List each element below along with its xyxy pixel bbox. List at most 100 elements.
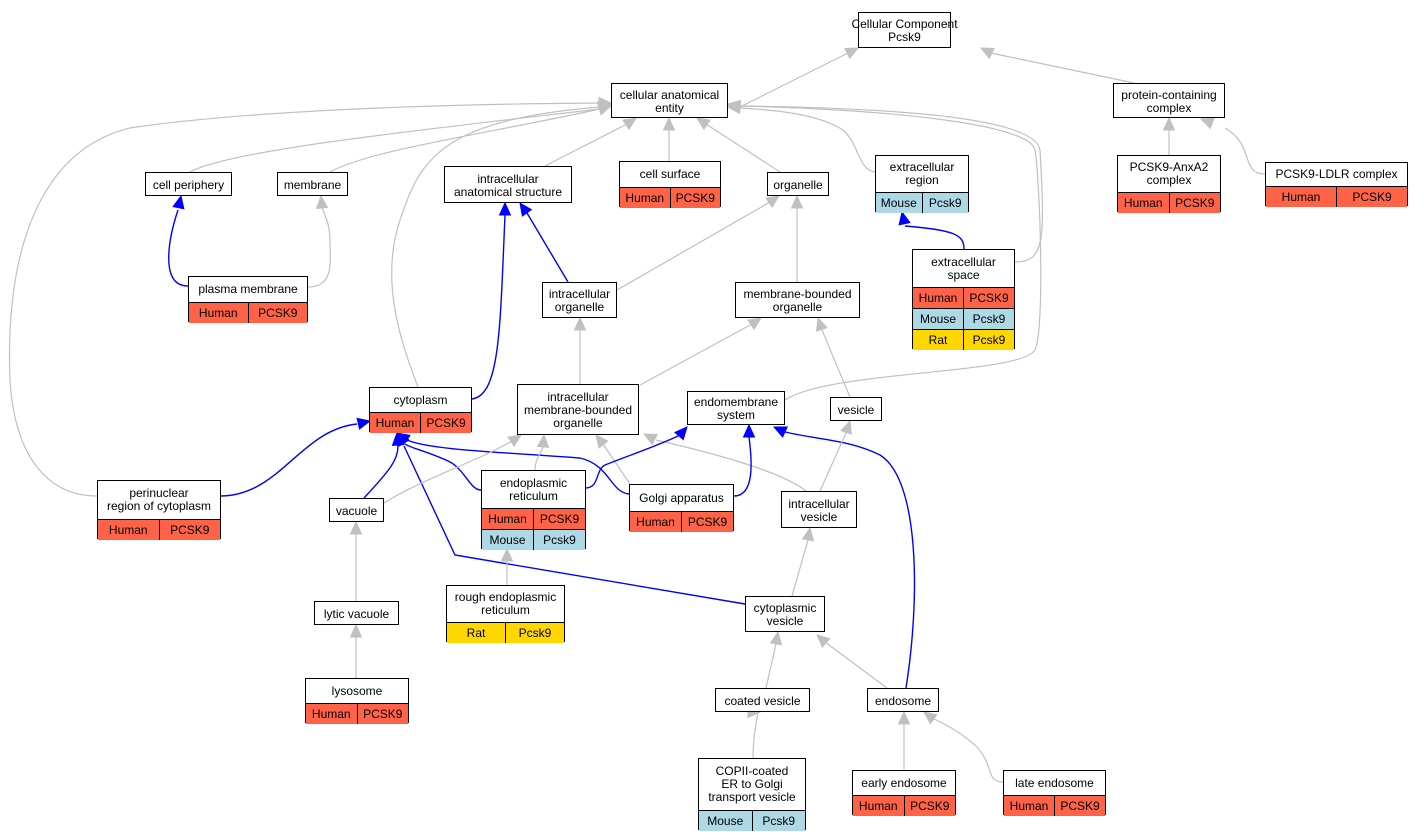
edge-to-pcc — [1162, 116, 1176, 155]
term-node-mbo[interactable]: membrane-bounded organelle — [735, 282, 860, 318]
term-node-root[interactable]: Cellular Component Pcsk9 — [851, 12, 958, 48]
edge-to-cae — [726, 101, 876, 173]
edge-to-cper — [168, 194, 189, 287]
edge-to-lytvac — [349, 623, 363, 678]
term-node-cae[interactable]: cellular anatomical entity — [611, 83, 728, 118]
arrowhead — [349, 623, 363, 638]
edge-to-endo — [733, 423, 756, 497]
arrowhead — [356, 417, 372, 430]
edge-to-mbo — [639, 317, 762, 386]
edge-to-cytves — [765, 630, 783, 689]
arrowhead — [979, 47, 995, 60]
arrowhead — [815, 316, 828, 332]
edge-to-cyto — [396, 431, 746, 605]
term-node-vac[interactable]: vacuole — [329, 498, 384, 522]
term-label: perinuclear region of cytoplasm — [106, 486, 212, 513]
term-label: cellular anatomical entity — [619, 87, 720, 115]
arrowhead — [498, 201, 512, 216]
arrowhead — [172, 194, 185, 210]
term-node-lytvac[interactable]: lytic vacuole — [314, 601, 399, 625]
term-label: early endosome — [861, 775, 947, 790]
edge-to-icves — [791, 526, 815, 597]
edge-to-org — [790, 194, 804, 282]
term-label: endosome — [874, 693, 932, 708]
edge-to-cytves — [816, 634, 888, 689]
species-cell: Human — [858, 799, 898, 813]
gene-cell: PCSK9 — [247, 303, 308, 323]
edge-to-cae — [662, 116, 676, 161]
term-node-endo[interactable]: endomembrane system — [687, 391, 785, 425]
term-node-coatves[interactable]: coated vesicle — [715, 688, 810, 712]
species-cell: Mouse — [880, 196, 917, 210]
term-node-org[interactable]: organelle — [767, 172, 829, 196]
species-cell: Rat — [928, 333, 948, 347]
term-node-ves[interactable]: vesicle — [830, 397, 882, 421]
term-node-memb[interactable]: membrane — [277, 172, 348, 196]
arrowhead — [801, 526, 815, 542]
term-label: membrane-bounded organelle — [743, 287, 852, 314]
edge-to-imbo — [642, 433, 807, 492]
gene-cell: PCSK9 — [681, 512, 733, 532]
term-label: COPII-coated ER to Golgi transport vesic… — [708, 764, 796, 804]
arrowhead — [573, 316, 587, 331]
species-cell: Human — [918, 291, 958, 305]
arrowhead — [816, 634, 831, 648]
arrowhead — [840, 419, 853, 435]
term-label: intracellular anatomical structure — [453, 171, 563, 199]
edge-to-root — [739, 47, 860, 108]
arrowhead — [844, 47, 860, 60]
species-cell: Human — [108, 523, 148, 537]
arrowhead — [662, 116, 676, 131]
arrowhead — [507, 434, 522, 448]
edge-to-cae — [544, 117, 637, 167]
term-node-endosome[interactable]: endosome — [867, 688, 939, 712]
gene-cell: Pcsk9 — [751, 811, 806, 831]
term-node-cper[interactable]: cell periphery — [145, 172, 232, 196]
term-label: extracellular space — [931, 254, 996, 282]
term-node-imbo[interactable]: intracellular membrane-bounded organelle — [517, 384, 639, 435]
gene-cell: PCSK9 — [669, 188, 721, 208]
arrowhead — [923, 711, 938, 725]
arrowhead — [674, 426, 688, 441]
arrowhead — [726, 99, 742, 113]
term-node-ias[interactable]: intracellular anatomical structure — [444, 166, 572, 203]
term-node-copii[interactable]: COPII-coated ER to Golgi transport vesic… — [698, 758, 806, 831]
edge-to-er — [500, 547, 514, 585]
term-node-icorg[interactable]: intracellular organelle — [542, 282, 617, 318]
edge-to-icorg — [573, 316, 587, 384]
term-node-pcc[interactable]: protein-containing complex — [1113, 83, 1225, 118]
edge-to-cae — [189, 103, 613, 173]
term-label: membrane — [283, 177, 342, 192]
edge-to-imbo — [383, 434, 522, 504]
arrowhead — [642, 433, 658, 446]
species-cell: Human — [311, 707, 351, 721]
edge-to-org — [616, 195, 780, 291]
term-node-cytves[interactable]: cytoplasmic vesicle — [745, 596, 825, 632]
arrowhead — [742, 423, 756, 438]
term-node-icves[interactable]: intracellular vesicle — [781, 491, 857, 528]
term-label: cytoplasm — [393, 392, 448, 407]
